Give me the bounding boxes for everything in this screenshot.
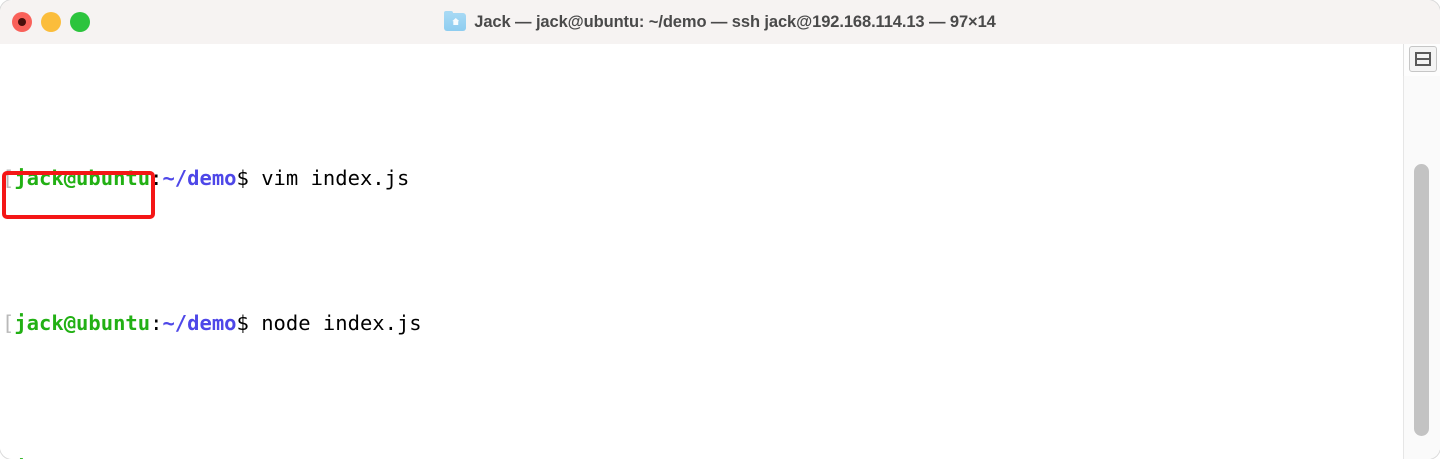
line-wrap-marker: ] [1401, 121, 1404, 145]
scrollbar-column [1403, 44, 1440, 459]
terminal-command: node index.js [248, 311, 422, 335]
prompt-user-host: jack@ubuntu [14, 166, 151, 190]
terminal-scrollbar-thumb[interactable] [1414, 164, 1429, 436]
terminal-text: [jack@ubuntu:~/demo$ vim index.js [jack@… [2, 48, 1404, 459]
prompt-left-bracket: [ [2, 166, 15, 190]
terminal-command: vim index.js [248, 166, 410, 190]
close-window-button[interactable] [12, 12, 32, 32]
prompt-user-host: jack@ubuntu [14, 456, 150, 459]
prompt-dollar: $ [236, 166, 249, 190]
prompt-path: ~/demo [162, 456, 236, 459]
minimize-window-button[interactable] [41, 12, 61, 32]
prompt-left-bracket: [ [2, 456, 14, 459]
prompt-colon: : [150, 166, 163, 190]
prompt-user-host: jack@ubuntu [14, 311, 151, 335]
prompt-colon: : [150, 456, 162, 459]
terminal-scrollbar-track[interactable] [1403, 76, 1440, 459]
line-wrap-marker: ] [1401, 150, 1404, 174]
maximize-window-button[interactable] [70, 12, 90, 32]
terminal-content-area[interactable]: [jack@ubuntu:~/demo$ vim index.js [jack@… [0, 44, 1404, 459]
window-title: Jack — jack@ubuntu: ~/demo — ssh jack@19… [474, 12, 996, 31]
prompt-path: ~/demo [162, 311, 237, 335]
window-controls [12, 12, 90, 32]
terminal-command: ls [249, 456, 286, 459]
window-title-group: Jack — jack@ubuntu: ~/demo — ssh jack@19… [0, 0, 1440, 44]
line-wrap-marker: ] [1401, 92, 1404, 116]
terminal-line: [jack@ubuntu:~/demo$ vim index.js [2, 164, 1404, 193]
prompt-colon: : [150, 311, 163, 335]
prompt-left-bracket: [ [2, 311, 15, 335]
prompt-dollar: $ [237, 456, 249, 459]
prompt-path: ~/demo [162, 166, 237, 190]
terminal-line: [jack@ubuntu:~/demo$ ls [2, 454, 1404, 459]
window-titlebar[interactable]: Jack — jack@ubuntu: ~/demo — ssh jack@19… [0, 0, 1440, 45]
prompt-dollar: $ [236, 311, 249, 335]
split-pane-icon[interactable] [1409, 46, 1437, 72]
folder-home-icon [444, 11, 467, 31]
terminal-line: [jack@ubuntu:~/demo$ node index.js [2, 309, 1404, 338]
